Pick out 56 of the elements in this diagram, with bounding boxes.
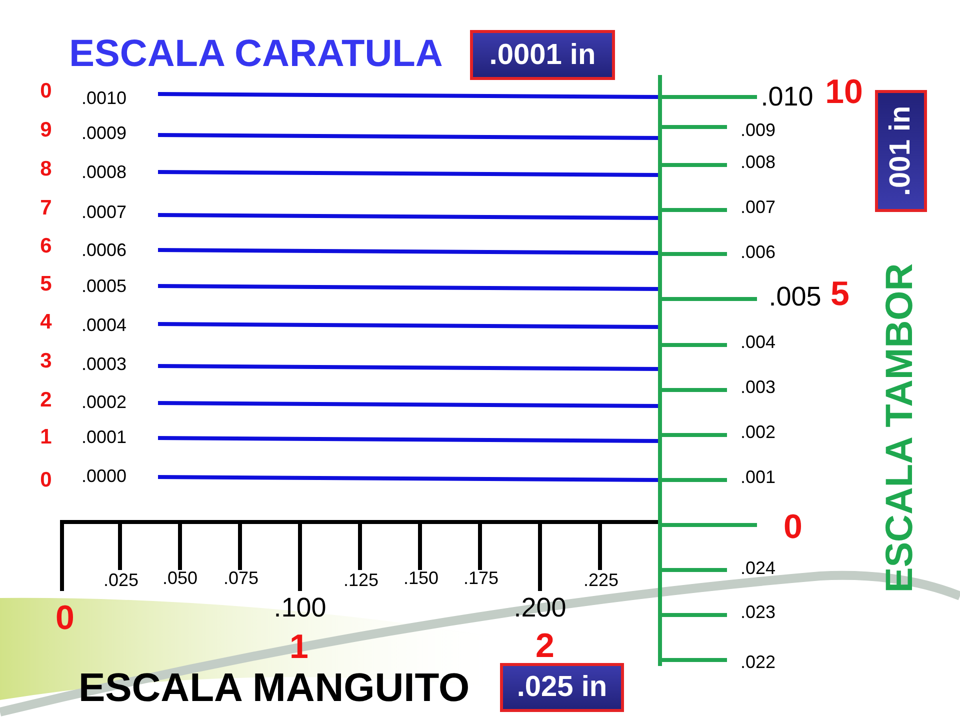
scale-value: .005 (768, 284, 822, 310)
division-number: 0 (56, 601, 74, 635)
scale-value: .003 (740, 378, 776, 396)
scale-value: .0001 (81, 428, 127, 446)
scale-value: .010 (760, 84, 814, 110)
scale-heading: ESCALA CARATULA (69, 35, 443, 73)
scale-value: .0005 (81, 277, 127, 295)
division-number: 6 (40, 236, 52, 256)
scale-value: .0006 (81, 241, 127, 259)
scale-heading: ESCALA TAMBOR (881, 263, 919, 593)
scale-value: .001 (740, 468, 776, 486)
scale-value: .050 (162, 569, 198, 587)
scale-value: .024 (740, 559, 776, 577)
scale-value: .0008 (81, 163, 127, 181)
scale-value: .009 (740, 121, 776, 139)
division-number: 10 (825, 75, 863, 109)
scale-value: .175 (463, 569, 499, 587)
scale-value: .0007 (81, 203, 127, 221)
scale-value: .002 (740, 423, 776, 441)
scale-value: .200 (514, 594, 566, 622)
scale-value: .025 (103, 571, 139, 589)
scale-value: .0009 (81, 124, 127, 142)
division-number: 1 (290, 630, 308, 664)
scale-value: .006 (740, 243, 776, 261)
scale-value: .075 (223, 569, 259, 587)
division-number: 0 (784, 510, 802, 544)
division-number: 5 (40, 274, 52, 294)
division-number: 2 (40, 390, 52, 410)
scale-value: .100 (274, 594, 326, 622)
division-number: 0 (40, 80, 52, 102)
scale-value: .022 (740, 653, 776, 671)
scale-value: .008 (740, 153, 776, 171)
division-number: 3 (40, 350, 52, 372)
scale-heading: ESCALA MANGUITO (78, 668, 470, 708)
resolution-panel: .0001 in (470, 30, 615, 80)
scale-value: .150 (403, 569, 439, 587)
scale-value: .0004 (81, 316, 127, 334)
division-number: 1 (40, 426, 52, 448)
resolution-panel: .001 in (875, 90, 927, 212)
scale-value: .0000 (81, 467, 127, 485)
division-number: 4 (40, 312, 52, 332)
division-number: 0 (40, 470, 52, 490)
division-number: 8 (40, 158, 52, 180)
scale-value: .0010 (81, 89, 127, 107)
scale-value: .125 (343, 571, 379, 589)
division-number: 2 (536, 629, 554, 663)
scale-value: .004 (740, 333, 776, 351)
scale-value: .0002 (81, 393, 127, 411)
scale-value: .0003 (81, 355, 127, 373)
division-number: 7 (40, 198, 52, 218)
scale-value: .225 (583, 571, 619, 589)
division-number: 9 (40, 120, 52, 140)
resolution-panel: .025 in (500, 663, 624, 712)
division-number: 5 (830, 277, 850, 311)
scale-value: .023 (740, 603, 776, 621)
scale-value: .007 (740, 198, 776, 216)
